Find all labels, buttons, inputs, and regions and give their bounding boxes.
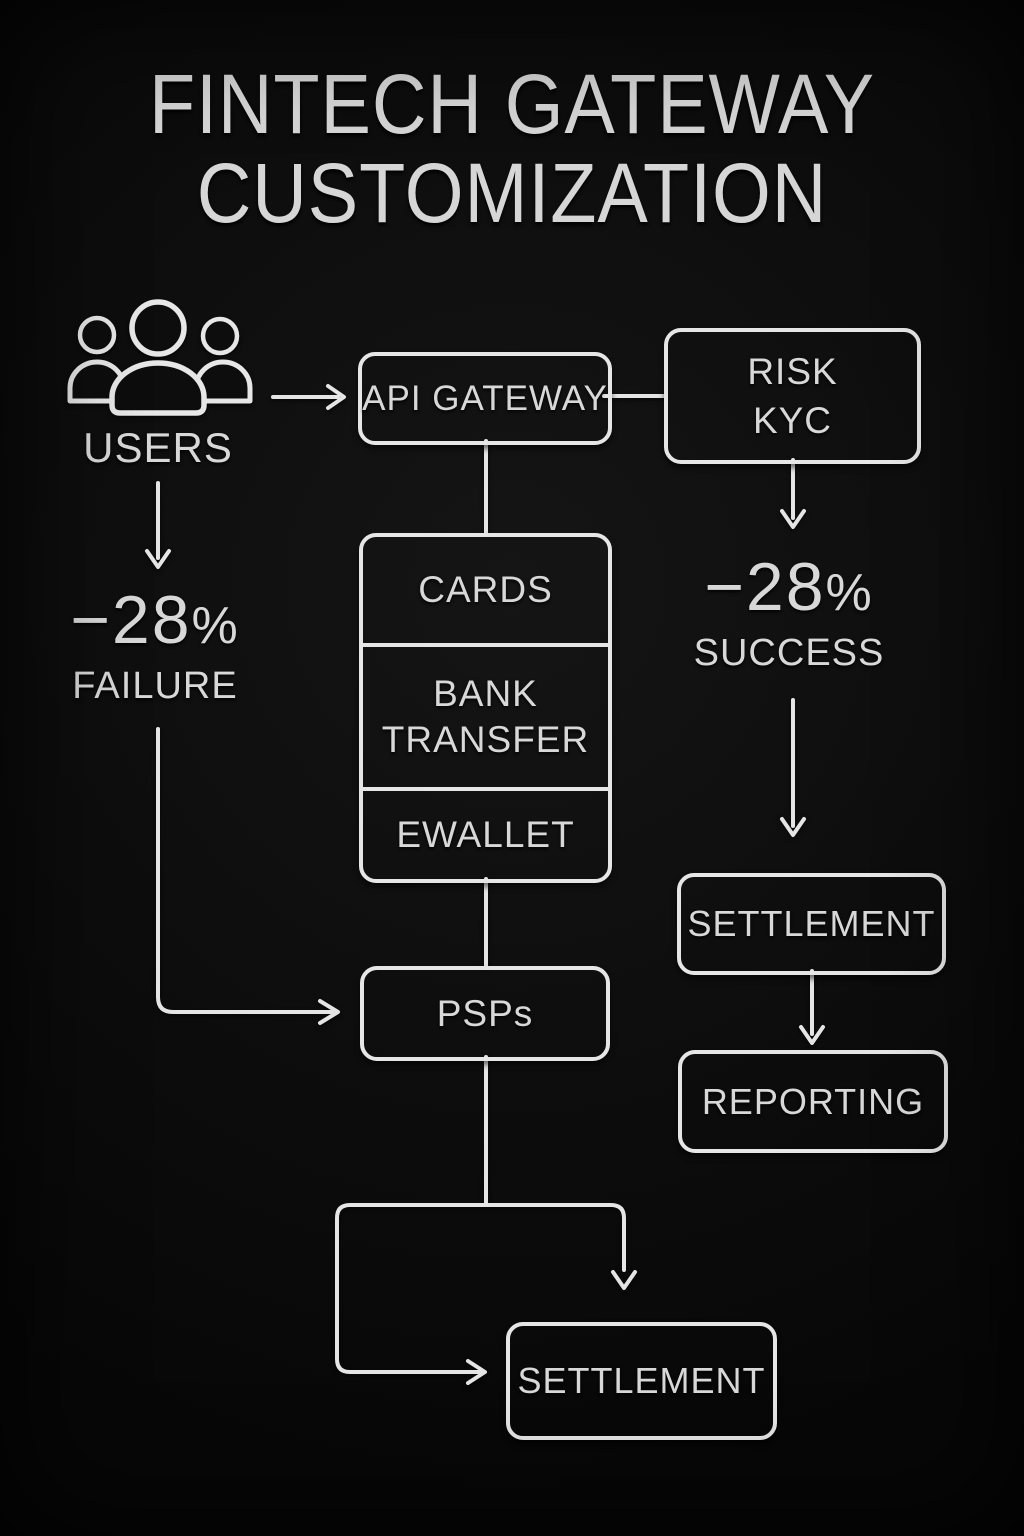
- api-gateway-label: API GATEWAY: [362, 378, 608, 418]
- failure-value: −28%: [70, 582, 240, 658]
- method-ewallet: EWALLET: [396, 814, 575, 855]
- psps-label: PSPs: [436, 992, 534, 1034]
- edge-users-to-api-gateway: [271, 384, 346, 410]
- node-api-gateway: API GATEWAY: [358, 352, 612, 445]
- edge-settlement-to-reporting: [799, 969, 825, 1045]
- method-cards: CARDS: [418, 569, 553, 610]
- node-settlement-right: SETTLEMENT: [677, 873, 946, 975]
- users-icon-left-head: [77, 315, 117, 355]
- users-icon: [67, 299, 253, 416]
- node-settlement-bottom: SETTLEMENT: [506, 1322, 777, 1440]
- edge-risk-kyc-to-success: [780, 458, 806, 529]
- settlement-right-label: SETTLEMENT: [687, 903, 936, 944]
- title-line-1: FINTECH GATEWAY: [148, 57, 876, 151]
- users-icon-right-head: [200, 316, 240, 356]
- node-payment-methods: CARDS BANK TRANSFER EWALLET: [359, 533, 612, 883]
- success-value: −28%: [704, 549, 874, 625]
- edge-psps-branch-right-to-settlement: [484, 1203, 637, 1290]
- success-percent-sign: %: [825, 564, 874, 622]
- failure-label: FAILURE: [72, 665, 238, 707]
- node-risk-kyc: RISK KYC: [664, 328, 921, 464]
- node-reporting: REPORTING: [678, 1050, 948, 1153]
- failure-stat: −28% FAILURE: [35, 586, 275, 707]
- title-line-2: CUSTOMIZATION: [196, 146, 828, 240]
- risk-kyc-line-2: KYC: [752, 400, 833, 441]
- users-icon-center-head: [129, 299, 187, 357]
- success-stat: −28% SUCCESS: [669, 553, 909, 674]
- settlement-bottom-label: SETTLEMENT: [517, 1360, 766, 1401]
- node-psps: PSPs: [360, 966, 610, 1061]
- method-bank-transfer: BANK TRANSFER: [363, 643, 608, 791]
- reporting-label: REPORTING: [701, 1080, 925, 1122]
- page-title: FINTECH GATEWAY CUSTOMIZATION: [51, 60, 973, 238]
- edge-success-to-settlement: [780, 698, 806, 837]
- edge-psps-branch-left-to-settlement: [335, 1203, 488, 1385]
- users-label: USERS: [83, 424, 233, 471]
- risk-kyc-line-1: RISK: [747, 351, 838, 392]
- failure-percent-sign: %: [191, 597, 240, 655]
- edge-users-to-failure: [145, 481, 171, 569]
- users-icon-center-body: [109, 360, 207, 416]
- edge-failure-to-psps: [156, 727, 340, 1025]
- success-label: SUCCESS: [693, 632, 885, 674]
